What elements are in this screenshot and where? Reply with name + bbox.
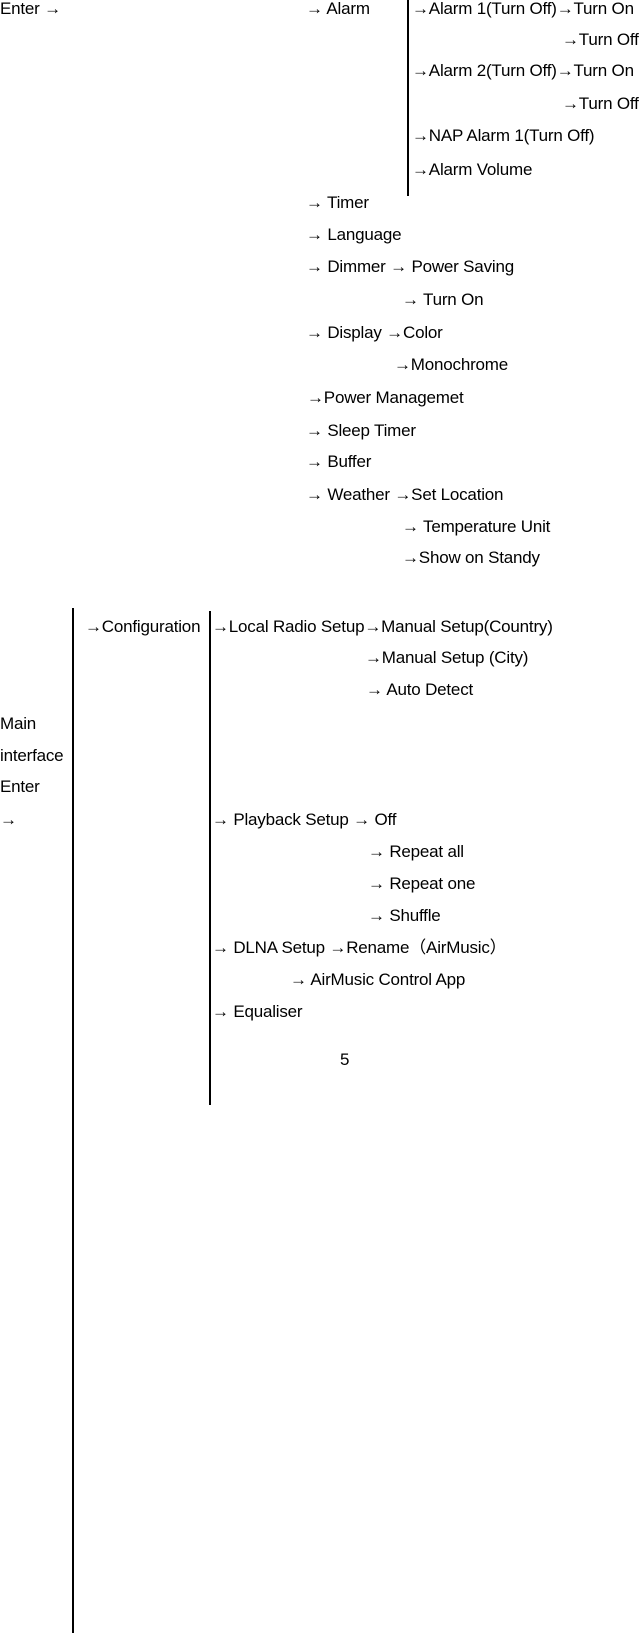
main-interface-label-line1: Main	[0, 714, 37, 733]
menu-item-local-radio-setup: →Local Radio Setup→Manual Setup(Country)	[212, 617, 553, 636]
menu-item-alarm: → Alarm	[306, 0, 370, 18]
configuration-left-border-line	[72, 608, 74, 1633]
menu-item-shuffle: → Shuffle	[368, 906, 441, 925]
menu-item-alarm2-turn-off: →Turn Off	[562, 94, 639, 113]
menu-item-alarm1-turn-on: →Alarm 1(Turn Off)→Turn On	[412, 0, 634, 18]
menu-item-dimmer-turn-on: → Turn On	[402, 290, 484, 309]
menu-item-sleep-timer: → Sleep Timer	[306, 421, 416, 440]
main-interface-arrow: →	[0, 810, 17, 829]
menu-item-language: → Language	[306, 225, 402, 244]
menu-item-buffer: → Buffer	[306, 452, 372, 471]
menu-item-playback-setup: → Playback Setup → Off	[212, 810, 397, 829]
page-number: 5	[340, 1050, 350, 1069]
menu-item-airmusic-control-app: → AirMusic Control App	[290, 970, 466, 989]
menu-item-show-on-standby: →Show on Standy	[402, 548, 540, 567]
menu-item-alarm1-turn-off: →Turn Off	[562, 30, 639, 49]
menu-item-repeat-all: → Repeat all	[368, 842, 464, 861]
main-interface-label-line2: interface	[0, 746, 64, 765]
menu-item-configuration: →Configuration	[85, 617, 201, 636]
menu-item-repeat-one: → Repeat one	[368, 874, 476, 893]
menu-item-display-monochrome: →Monochrome	[394, 355, 509, 374]
menu-item-timer: → Timer	[306, 193, 369, 212]
menu-item-weather: → Weather →Set Location	[306, 485, 504, 504]
enter-label-top: Enter →	[0, 0, 61, 18]
alarm-submenu-border-line	[407, 0, 409, 196]
menu-item-dlna-setup: → DLNA Setup →Rename（AirMusic）	[212, 938, 507, 957]
menu-item-auto-detect: → Auto Detect	[366, 680, 474, 699]
menu-item-dimmer: → Dimmer → Power Saving	[306, 257, 514, 276]
menu-item-power-management: →Power Managemet	[307, 388, 464, 407]
menu-item-manual-setup-city: →Manual Setup (City)	[365, 648, 529, 667]
menu-item-temperature-unit: → Temperature Unit	[402, 517, 551, 536]
menu-item-alarm2-turn-on: →Alarm 2(Turn Off)→Turn On	[412, 61, 634, 80]
main-interface-label-line3: Enter	[0, 777, 40, 796]
menu-item-equaliser: → Equaliser	[212, 1002, 303, 1021]
menu-item-nap-alarm: →NAP Alarm 1(Turn Off)	[412, 126, 595, 145]
configuration-right-border-line	[209, 611, 211, 1105]
menu-item-alarm-volume: →Alarm Volume	[412, 160, 533, 179]
menu-item-display-color: → Display →Color	[306, 323, 443, 342]
